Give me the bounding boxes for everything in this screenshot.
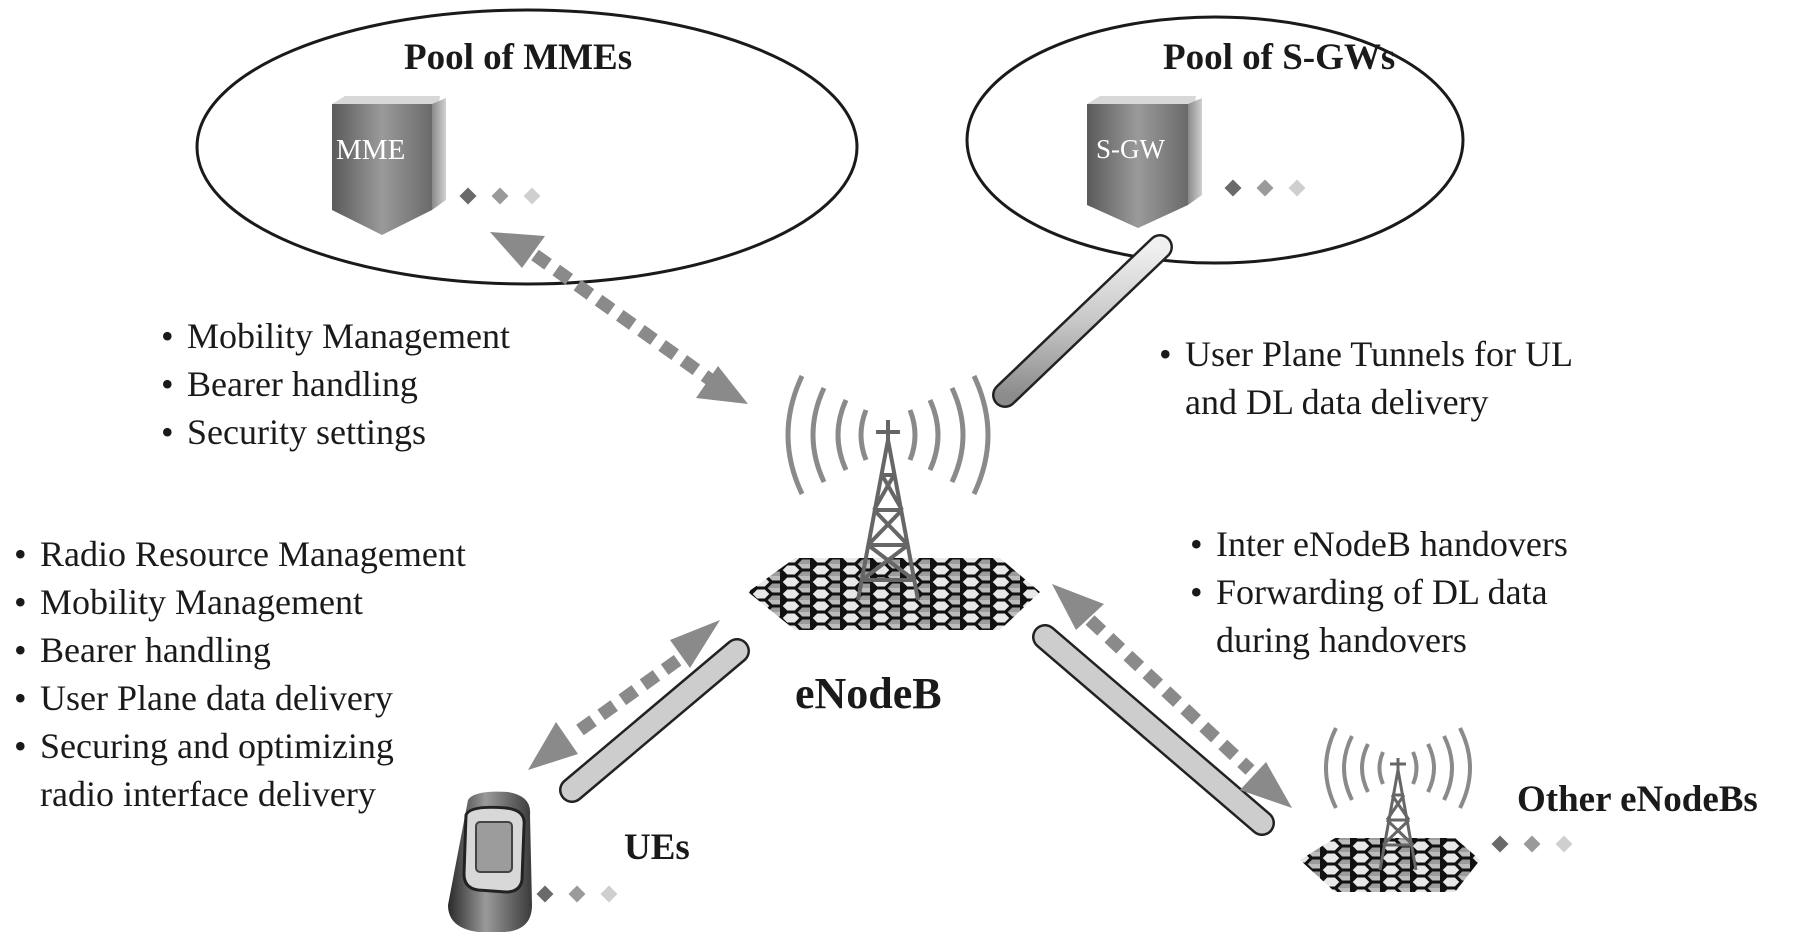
x2-function-line1: Forwarding of DL data <box>1216 572 1548 612</box>
uu-tube <box>559 638 750 803</box>
mme-pool-title: Pool of MMEs <box>404 37 633 78</box>
ue-function-item: Bearer handling <box>12 626 466 674</box>
sgw-function-item: User Plane Tunnels for UL and DL data de… <box>1157 330 1573 426</box>
sgw-function-line2: and DL data delivery <box>1185 382 1489 422</box>
enodeb-tower-icon <box>748 374 1040 630</box>
x2-arrow <box>1052 584 1292 808</box>
ue-function-line1: Securing and optimizing <box>40 726 394 766</box>
mme-more-dots <box>459 187 541 205</box>
ue-function-item: Securing and optimizing radio interface … <box>12 722 466 818</box>
enodeb-label: eNodeB <box>795 669 942 718</box>
sgw-function-list: User Plane Tunnels for UL and DL data de… <box>1157 330 1573 426</box>
x2-function-item: Forwarding of DL data during handovers <box>1188 568 1568 664</box>
ue-function-item: Radio Resource Management <box>12 530 466 578</box>
ues-label: UEs <box>624 827 690 868</box>
mme-function-list: Mobility Management Bearer handling Secu… <box>159 312 510 456</box>
ue-more-dots <box>536 885 618 903</box>
x2-function-item: Inter eNodeB handovers <box>1188 520 1568 568</box>
other-enodeb-more-dots <box>1491 835 1573 853</box>
mme-function-item: Bearer handling <box>159 360 510 408</box>
s1u-tube <box>992 234 1173 408</box>
s1mme-arrow <box>490 232 748 404</box>
ue-function-item: Mobility Management <box>12 578 466 626</box>
other-enodebs-label: Other eNodeBs <box>1517 779 1758 820</box>
mme-function-item: Mobility Management <box>159 312 510 360</box>
sgw-server-icon <box>1087 96 1202 228</box>
ue-phone-icon <box>448 791 532 932</box>
sgw-function-line1: User Plane Tunnels for UL <box>1185 334 1573 374</box>
x2-tube <box>1032 624 1275 836</box>
mme-node-label: MME <box>336 134 406 166</box>
ue-function-list: Radio Resource Management Mobility Manag… <box>12 530 466 818</box>
mme-function-item: Security settings <box>159 408 510 456</box>
sgw-pool-title: Pool of S-GWs <box>1163 37 1396 78</box>
uu-arrow <box>528 620 720 770</box>
ue-function-item: User Plane data delivery <box>12 674 466 722</box>
sgw-node-label: S-GW <box>1096 134 1165 164</box>
x2-function-line2: during handovers <box>1216 620 1467 660</box>
x2-function-list: Inter eNodeB handovers Forwarding of DL … <box>1188 520 1568 664</box>
mme-server-icon <box>332 96 446 235</box>
ue-function-line2: radio interface delivery <box>40 774 376 814</box>
other-enodeb-tower-icon <box>1300 727 1480 892</box>
